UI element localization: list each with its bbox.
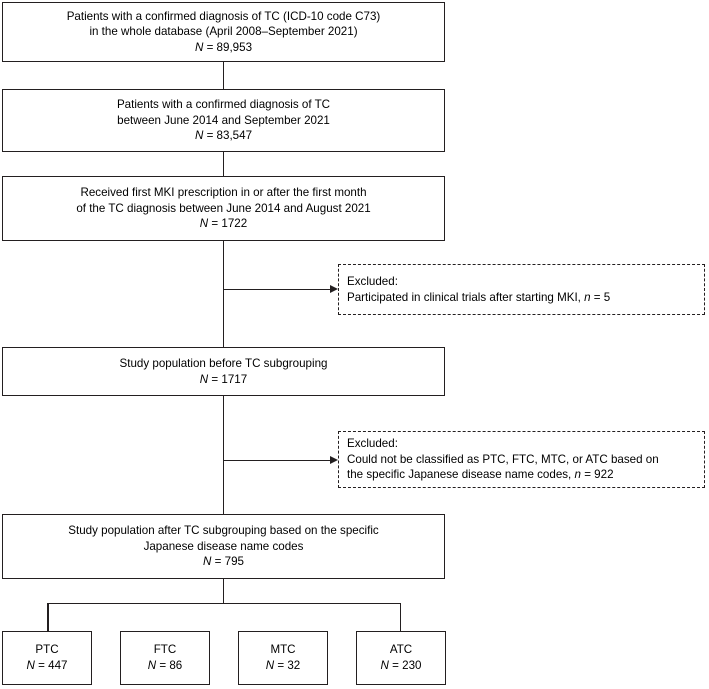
subgroup-ftc-name: FTC: [153, 643, 177, 656]
subgroup-atc-name: ATC: [389, 643, 413, 656]
excluded2-line2: Could not be classified as PTC, FTC, MTC…: [347, 452, 659, 466]
subgroup-ptc-n-label: N: [26, 659, 35, 672]
box3-count: N = 1722: [200, 216, 247, 232]
subgroup-ftc-n-label: N: [147, 659, 157, 672]
excluded2-n-value: = 922: [580, 468, 614, 482]
excluded2-line3-text: the specific Japanese disease name codes…: [347, 468, 575, 482]
bracket-horizontal-line: [47, 602, 401, 605]
box1-line1: Patients with a confirmed diagnosis of T…: [66, 9, 381, 23]
subgroup-box-ftc: FTC N = 86: [120, 631, 210, 685]
subgroup-atc-n-value: = 230: [388, 659, 422, 672]
connector-bracket-atc: [399, 602, 402, 633]
node-box-study-population-before-subgrouping: Study population before TC subgrouping N…: [2, 347, 445, 396]
subgroup-box-atc: ATC N = 230: [356, 631, 446, 685]
excluded1-line1: Excluded:: [347, 275, 398, 288]
node-box-excluded-unclassified: Excluded: Could not be classified as PTC…: [338, 431, 705, 488]
box4-line1: Study population before TC subgrouping: [119, 357, 328, 370]
box5-count: N = 795: [203, 554, 244, 570]
arrowhead-excluded-1: [330, 284, 338, 293]
excluded2-line1: Excluded:: [347, 437, 398, 451]
box5-n-label: N: [203, 555, 212, 569]
subgroup-mtc-count: N = 32: [266, 658, 300, 674]
connector-box4-box5: [222, 395, 225, 515]
connector-box3-box4: [222, 240, 225, 348]
box1-line2: in the whole database (April 2008–Septem…: [89, 25, 358, 39]
excluded1-line2: Participated in clinical trials after st…: [347, 290, 610, 306]
subgroup-ptc-n-value: = 447: [34, 659, 68, 672]
box3-n-value: = 1722: [208, 217, 248, 231]
connector-box2-box3: [222, 151, 225, 177]
excluded2-n-label: n: [574, 468, 581, 482]
box3-line1: Received first MKI prescription in or af…: [80, 186, 367, 200]
subgroup-mtc-n-value: = 32: [274, 659, 301, 672]
box1-n-label: N: [194, 40, 204, 54]
subgroup-box-ptc: PTC N = 447: [2, 631, 92, 685]
connector-box5-bracket: [222, 578, 225, 603]
box4-count: N = 1717: [200, 372, 247, 388]
excluded2-line3: the specific Japanese disease name codes…: [347, 467, 614, 483]
box4-n-label: N: [199, 372, 209, 386]
node-box-study-population-after-subgrouping: Study population after TC subgrouping ba…: [2, 514, 445, 579]
branch-line-excluded-2: [223, 459, 336, 462]
connector-box1-box2: [222, 61, 225, 89]
box1-n-value: = 89,953: [203, 40, 253, 54]
subgroup-ftc-n-value: = 86: [156, 659, 183, 672]
box2-count: N = 83,547: [195, 128, 252, 144]
subgroup-atc-count: N = 230: [381, 658, 422, 674]
subgroup-mtc-name: MTC: [270, 643, 296, 656]
connector-bracket-ptc: [47, 602, 49, 633]
branch-line-excluded-1: [223, 288, 336, 291]
subgroup-ftc-count: N = 86: [148, 658, 182, 674]
box5-line1: Study population after TC subgrouping ba…: [68, 524, 379, 538]
node-box-excluded-clinical-trials: Excluded: Participated in clinical trial…: [338, 264, 705, 315]
node-box-total-tc-diagnoses: Patients with a confirmed diagnosis of T…: [2, 2, 445, 62]
box1-count: N = 89,953: [195, 40, 252, 56]
node-box-tc-diagnoses-2014-2021: Patients with a confirmed diagnosis of T…: [2, 89, 445, 152]
excluded1-n-value: = 5: [590, 290, 611, 304]
subgroup-ptc-name: PTC: [35, 643, 59, 656]
excluded1-line2-text: Participated in clinical trials after st…: [347, 290, 585, 304]
box5-n-value: = 795: [211, 555, 244, 569]
subgroup-mtc-n-label: N: [265, 659, 275, 672]
subgroup-ptc-count: N = 447: [27, 658, 68, 674]
box3-n-label: N: [199, 217, 209, 231]
subgroup-atc-n-label: N: [380, 659, 389, 672]
box5-line2: Japanese disease name codes: [143, 539, 304, 553]
node-box-first-mki-prescription: Received first MKI prescription in or af…: [2, 176, 445, 241]
box2-n-label: N: [194, 129, 204, 143]
box2-n-value: = 83,547: [203, 129, 253, 143]
arrowhead-excluded-2: [330, 455, 338, 464]
subgroup-box-mtc: MTC N = 32: [238, 631, 328, 685]
box3-line2: of the TC diagnosis between June 2014 an…: [76, 201, 371, 215]
box2-line1: Patients with a confirmed diagnosis of T…: [116, 98, 331, 112]
box4-n-value: = 1717: [208, 372, 248, 386]
box2-line2: between June 2014 and September 2021: [117, 113, 330, 127]
excluded1-n-label: n: [584, 290, 591, 304]
